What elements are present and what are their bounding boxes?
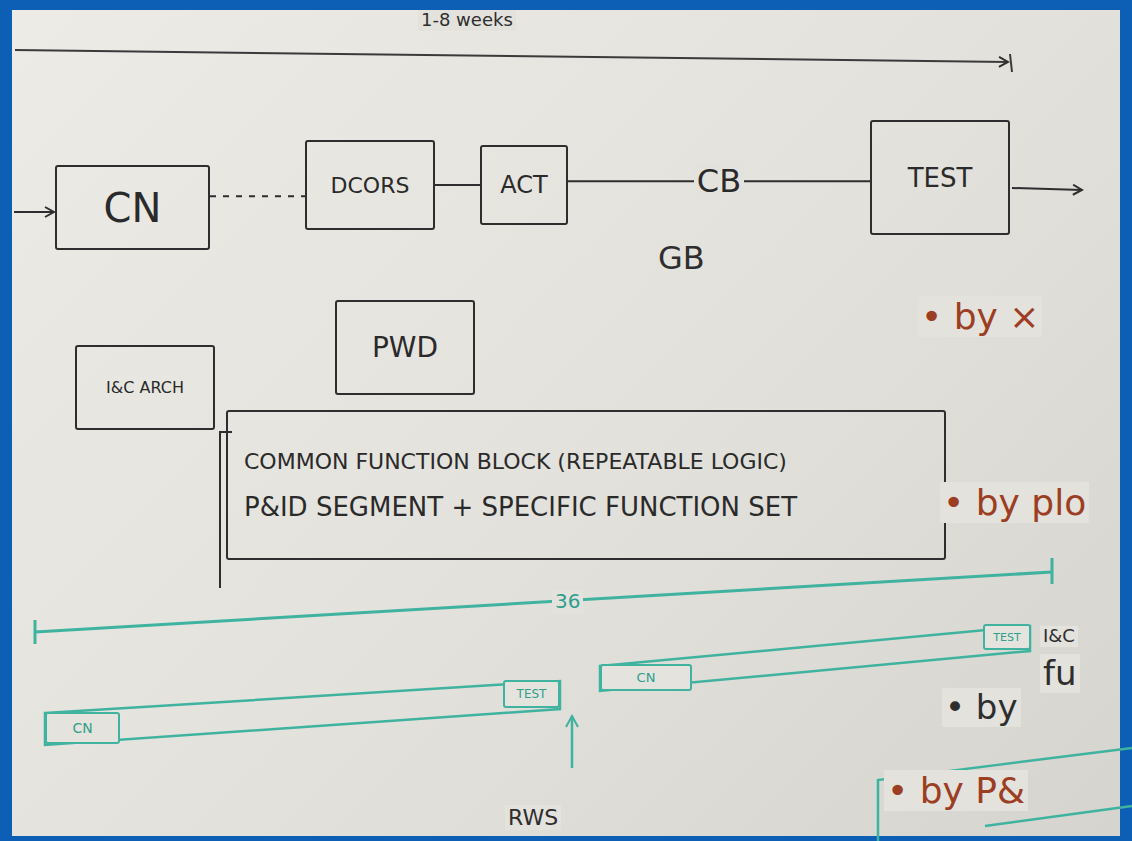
process-box: DCORS bbox=[305, 140, 435, 230]
timeline-tick bbox=[1010, 54, 1012, 72]
schedule-bar bbox=[600, 626, 1030, 691]
note-label: • by plo bbox=[940, 482, 1089, 523]
note-label: RWS bbox=[505, 805, 561, 830]
connector-label: CB bbox=[694, 163, 744, 200]
process-box: CN bbox=[55, 165, 210, 250]
note-label: • by P& bbox=[884, 770, 1028, 811]
process-box: I&C ARCH bbox=[75, 345, 215, 430]
schedule-bracket bbox=[878, 748, 1132, 841]
connector bbox=[435, 184, 480, 186]
box-title: PWD bbox=[372, 331, 438, 364]
timeline bbox=[15, 50, 1008, 62]
box-title: CN bbox=[104, 185, 162, 231]
box-title: CN bbox=[72, 720, 92, 736]
phase-cell: TEST bbox=[503, 680, 560, 708]
box-body: P&ID SEGMENT + SPECIFIC FUNCTION SET bbox=[244, 492, 797, 522]
phase-cell: CN bbox=[600, 664, 692, 691]
schedule-bar bbox=[45, 681, 560, 745]
output-arrow bbox=[1012, 188, 1082, 190]
milestone-arrow bbox=[571, 716, 574, 768]
box-title: DCORS bbox=[331, 173, 410, 198]
phase-cell: TEST bbox=[983, 624, 1031, 650]
dimension-tick bbox=[1051, 558, 1054, 584]
note-label: I&C bbox=[1040, 626, 1078, 647]
box-title: I&C ARCH bbox=[106, 378, 184, 397]
duration-label: 1-8 weeks bbox=[418, 10, 516, 31]
process-box: PWD bbox=[335, 300, 475, 395]
function-block: COMMON FUNCTION BLOCK (REPEATABLE LOGIC)… bbox=[226, 410, 946, 560]
box-title: CN bbox=[637, 670, 656, 685]
note-label: • by × bbox=[918, 296, 1042, 337]
process-box: TEST bbox=[870, 120, 1010, 235]
note-label: fu bbox=[1040, 654, 1080, 693]
box-title: COMMON FUNCTION BLOCK (REPEATABLE LOGIC) bbox=[244, 449, 787, 474]
note-label: GB bbox=[655, 240, 708, 277]
dimension-tick bbox=[34, 620, 37, 644]
phase-cell: CN bbox=[45, 712, 120, 744]
process-box: ACT bbox=[480, 145, 568, 225]
box-title: TEST bbox=[908, 163, 973, 193]
dimension-line bbox=[35, 572, 1052, 632]
box-title: TEST bbox=[993, 631, 1020, 644]
box-title: TEST bbox=[517, 687, 547, 701]
input-arrow bbox=[14, 211, 54, 213]
note-label: • by bbox=[942, 688, 1021, 727]
box-title: ACT bbox=[500, 171, 547, 199]
dimension-label: 36 bbox=[552, 590, 583, 613]
connector bbox=[210, 195, 305, 197]
